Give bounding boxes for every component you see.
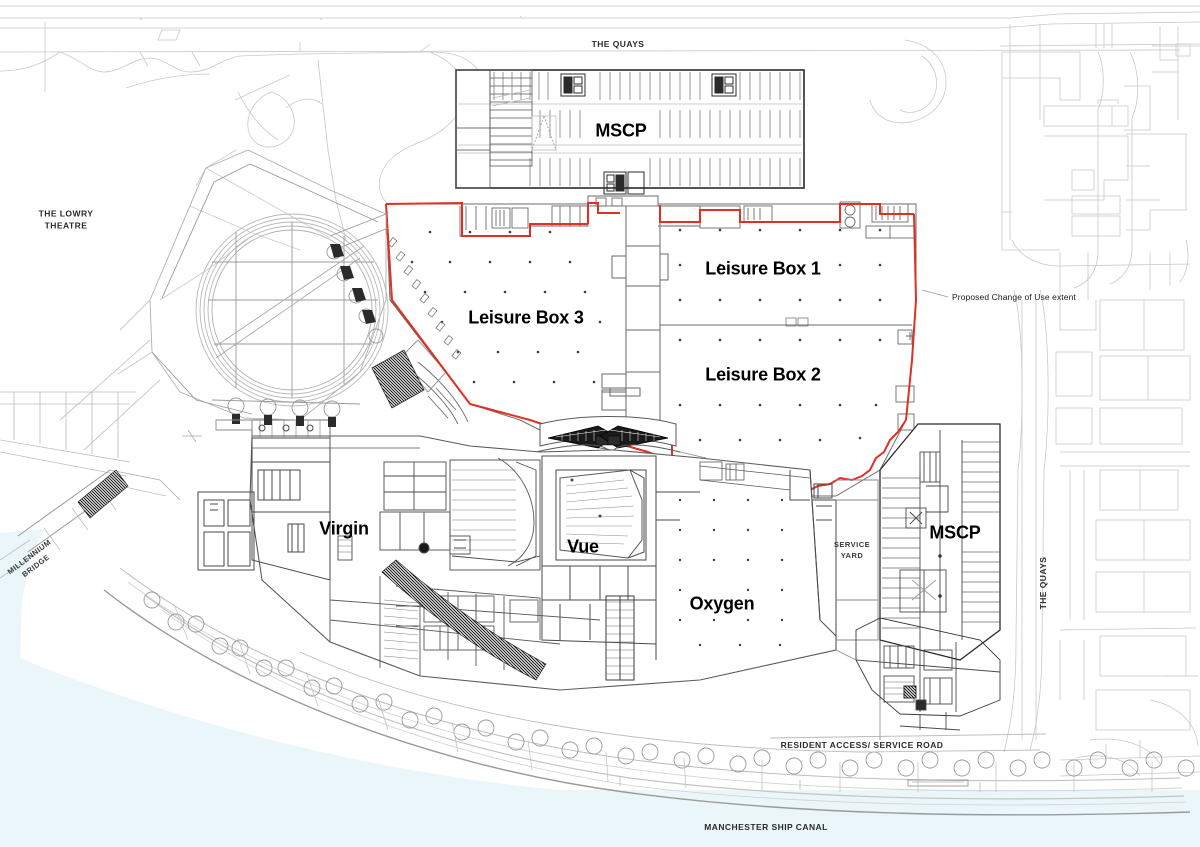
virgin-unit (197, 419, 331, 581)
west-plaza-and-bridge (0, 391, 202, 579)
site-context-linework (0, 5, 1200, 777)
change-of-use-leader-line (921, 289, 949, 298)
mscp-north-building (455, 69, 805, 195)
service-yard-area (836, 479, 879, 641)
vue-cinema (541, 455, 657, 681)
podium-south-link (835, 649, 881, 740)
mscp-east-building (879, 423, 1001, 661)
south-east-ancillary-building (855, 617, 1001, 731)
south-promenade (103, 559, 1195, 816)
plaza-outline (159, 59, 347, 301)
central-atrium-escalators (497, 416, 707, 492)
leisure-floorplate (385, 195, 917, 497)
column-grid (410, 228, 882, 442)
lowry-theatre-building (59, 149, 425, 451)
manchester-ship-canal-water (0, 529, 1200, 847)
lower-mall-floorplate (197, 419, 837, 691)
resident-access-service-road (299, 651, 1047, 753)
